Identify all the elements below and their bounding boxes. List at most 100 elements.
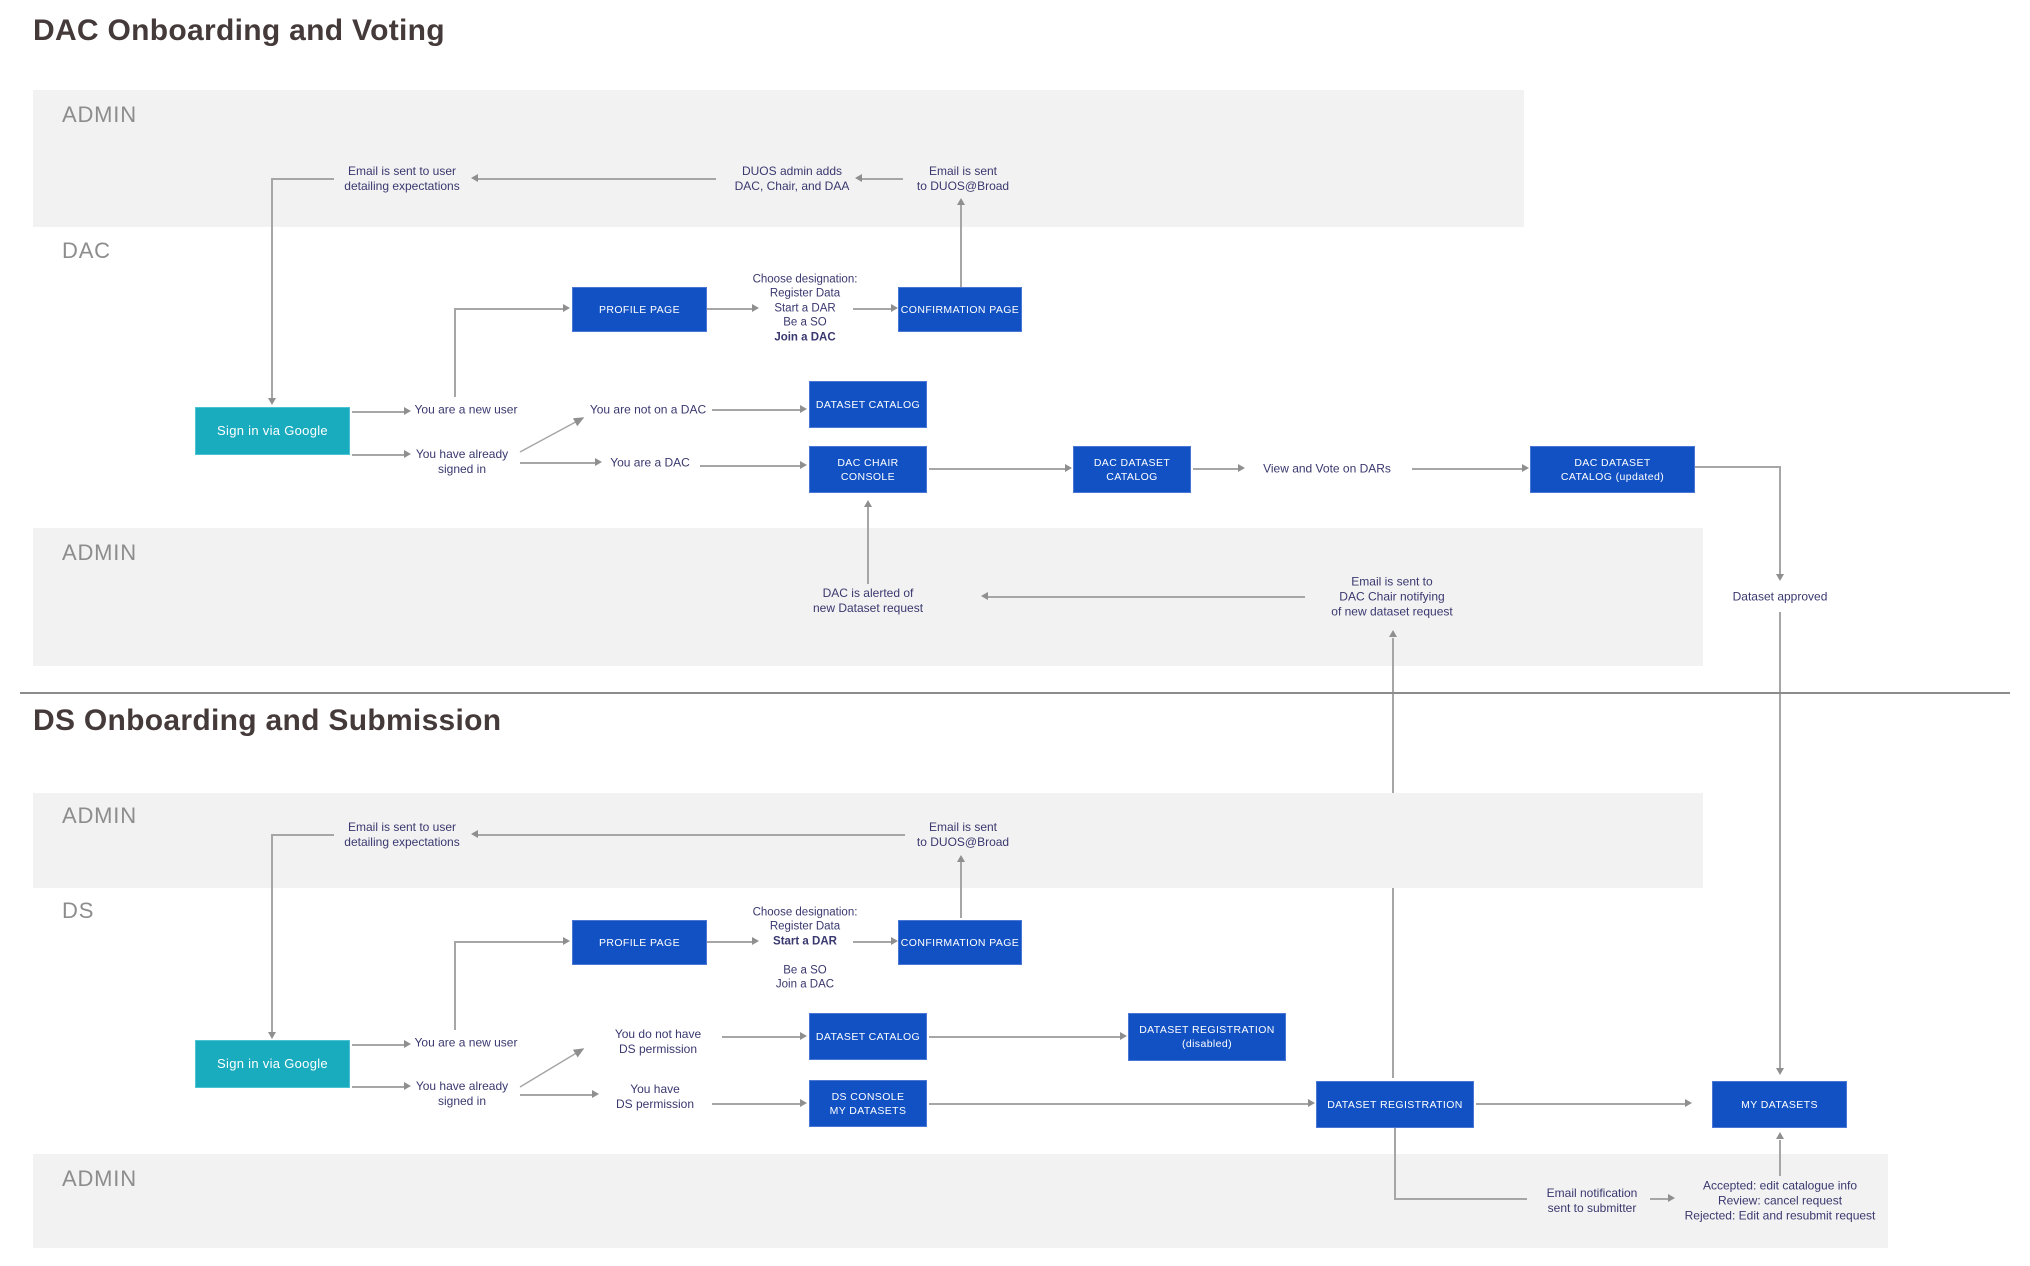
arrowhead-right: [1308, 1099, 1315, 1107]
node-signin-google-dac: Sign in via Google: [195, 407, 350, 455]
arrowhead-down: [1776, 1068, 1784, 1075]
connector-line: [1695, 466, 1780, 468]
node-confirmation-page-ds: CONFIRMATION PAGE: [898, 920, 1022, 965]
connector-line: [272, 834, 334, 836]
arrowhead-right: [592, 1090, 599, 1098]
note-are-dac: You are a DAC: [610, 455, 690, 470]
arrowhead-right: [800, 461, 807, 469]
node-dataset-registration-disabled: DATASET REGISTRATION (disabled): [1128, 1013, 1286, 1061]
connector-line: [1193, 468, 1238, 470]
arrowhead-right: [891, 304, 898, 312]
arrowhead-right: [563, 937, 570, 945]
admin-lane-ds-top-label: ADMIN: [62, 803, 137, 828]
node-dac-dataset-catalog-updated: DAC DATASET CATALOG (updated): [1530, 446, 1695, 493]
connector-line: [1650, 1198, 1668, 1200]
connector-line: [271, 178, 273, 398]
connector-line: [929, 1036, 1120, 1038]
arrowhead-left: [981, 592, 988, 600]
dac-lane-label: DAC: [62, 238, 111, 263]
connector-line: [454, 309, 456, 397]
note-new-user-dac: You are a new user: [414, 402, 518, 417]
note-already-signed-dac: You have already signed in: [415, 447, 509, 476]
connector-line: [929, 468, 1065, 470]
choose-designation-options: Choose designation: Register Data: [752, 905, 858, 933]
arrowhead-up: [864, 500, 872, 507]
diagonal-connector: [519, 1048, 585, 1088]
admin-lane-dac-bottom-label: ADMIN: [62, 540, 137, 565]
connector-line: [1476, 1103, 1685, 1105]
node-dataset-registration: DATASET REGISTRATION: [1316, 1081, 1474, 1128]
arrowhead-down: [1776, 574, 1784, 581]
connector-line: [712, 1103, 800, 1105]
connector-line: [712, 409, 800, 411]
connector-line: [352, 454, 404, 456]
connector-line: [960, 205, 962, 287]
note-status-outcomes: Accepted: edit catalogue info Review: ca…: [1684, 1178, 1876, 1223]
connector-line: [853, 941, 891, 943]
connector-line: [707, 308, 752, 310]
arrowhead-right: [1522, 464, 1529, 472]
connector-line: [272, 178, 334, 180]
note-choose-designation-ds: Choose designation: Register Data Start …: [753, 890, 858, 992]
arrowhead-right: [404, 450, 411, 458]
node-dac-chair-console: DAC CHAIR CONSOLE: [809, 446, 927, 493]
arrowhead-right: [404, 1082, 411, 1090]
connector-line: [520, 462, 595, 464]
arrowhead-up: [1389, 630, 1397, 637]
node-confirmation-page-dac: CONFIRMATION PAGE: [898, 287, 1022, 332]
connector-line: [352, 1086, 404, 1088]
arrowhead-right: [1685, 1099, 1692, 1107]
note-no-ds-permission: You do not have DS permission: [614, 1027, 702, 1056]
arrowhead-right: [1238, 464, 1245, 472]
arrowhead-right: [595, 458, 602, 466]
node-my-datasets: MY DATASETS: [1712, 1081, 1847, 1128]
node-dataset-catalog-dac: DATASET CATALOG: [809, 381, 927, 428]
section-title-ds: DS Onboarding and Submission: [33, 704, 502, 737]
note-email-broad-dac: Email is sent to DUOS@Broad: [916, 164, 1010, 193]
note-have-ds-permission: You have DS permission: [615, 1082, 695, 1111]
section-divider: [20, 692, 2010, 694]
arrowhead-right: [1065, 464, 1072, 472]
connector-line: [929, 1103, 1308, 1105]
arrowhead-right: [800, 1099, 807, 1107]
connector-line: [722, 1036, 800, 1038]
connector-line: [454, 941, 563, 943]
arrowhead-left: [855, 174, 862, 182]
connector-line: [478, 178, 716, 180]
arrowhead-up: [957, 855, 965, 862]
connector-line: [862, 178, 903, 180]
arrowhead-down: [268, 1032, 276, 1039]
arrowhead-up: [957, 198, 965, 205]
arrowhead-right: [1120, 1032, 1127, 1040]
connector-line: [988, 596, 1305, 598]
note-choose-designation-dac: Choose designation: Register Data Start …: [753, 257, 858, 359]
ds-lane-label: DS: [62, 898, 95, 923]
connector-line: [352, 411, 404, 413]
connector-line: [478, 834, 905, 836]
connector-line: [271, 834, 273, 1032]
connector-line: [1779, 612, 1781, 1068]
connector-line: [352, 1044, 404, 1046]
note-email-user-ds: Email is sent to user detailing expectat…: [344, 820, 460, 849]
connector-line: [700, 465, 800, 467]
section-title-dac: DAC Onboarding and Voting: [33, 14, 445, 47]
node-signin-google-ds: Sign in via Google: [195, 1040, 350, 1088]
choose-designation-options: Be a SO Join a DAC: [775, 963, 835, 991]
connector-line: [454, 942, 456, 1030]
note-not-on-dac: You are not on a DAC: [589, 402, 707, 417]
arrowhead-right: [800, 405, 807, 413]
arrowhead-right: [752, 304, 759, 312]
admin-lane-ds-top: [33, 793, 1703, 888]
note-view-vote-dars: View and Vote on DARs: [1263, 461, 1391, 476]
node-dac-dataset-catalog: DAC DATASET CATALOG: [1073, 446, 1191, 493]
note-new-user-ds: You are a new user: [414, 1035, 518, 1050]
arrowhead-right: [891, 937, 898, 945]
admin-lane-dac-top-label: ADMIN: [62, 102, 137, 127]
arrowhead-left: [471, 174, 478, 182]
arrowhead-right: [1668, 1194, 1675, 1202]
note-email-user-dac: Email is sent to user detailing expectat…: [344, 164, 460, 193]
note-dac-alerted: DAC is alerted of new Dataset request: [812, 586, 924, 615]
connector-line: [520, 1094, 592, 1096]
admin-lane-ds-bottom: [33, 1154, 1888, 1248]
choose-designation-options: Choose designation: Register Data Start …: [752, 272, 858, 329]
